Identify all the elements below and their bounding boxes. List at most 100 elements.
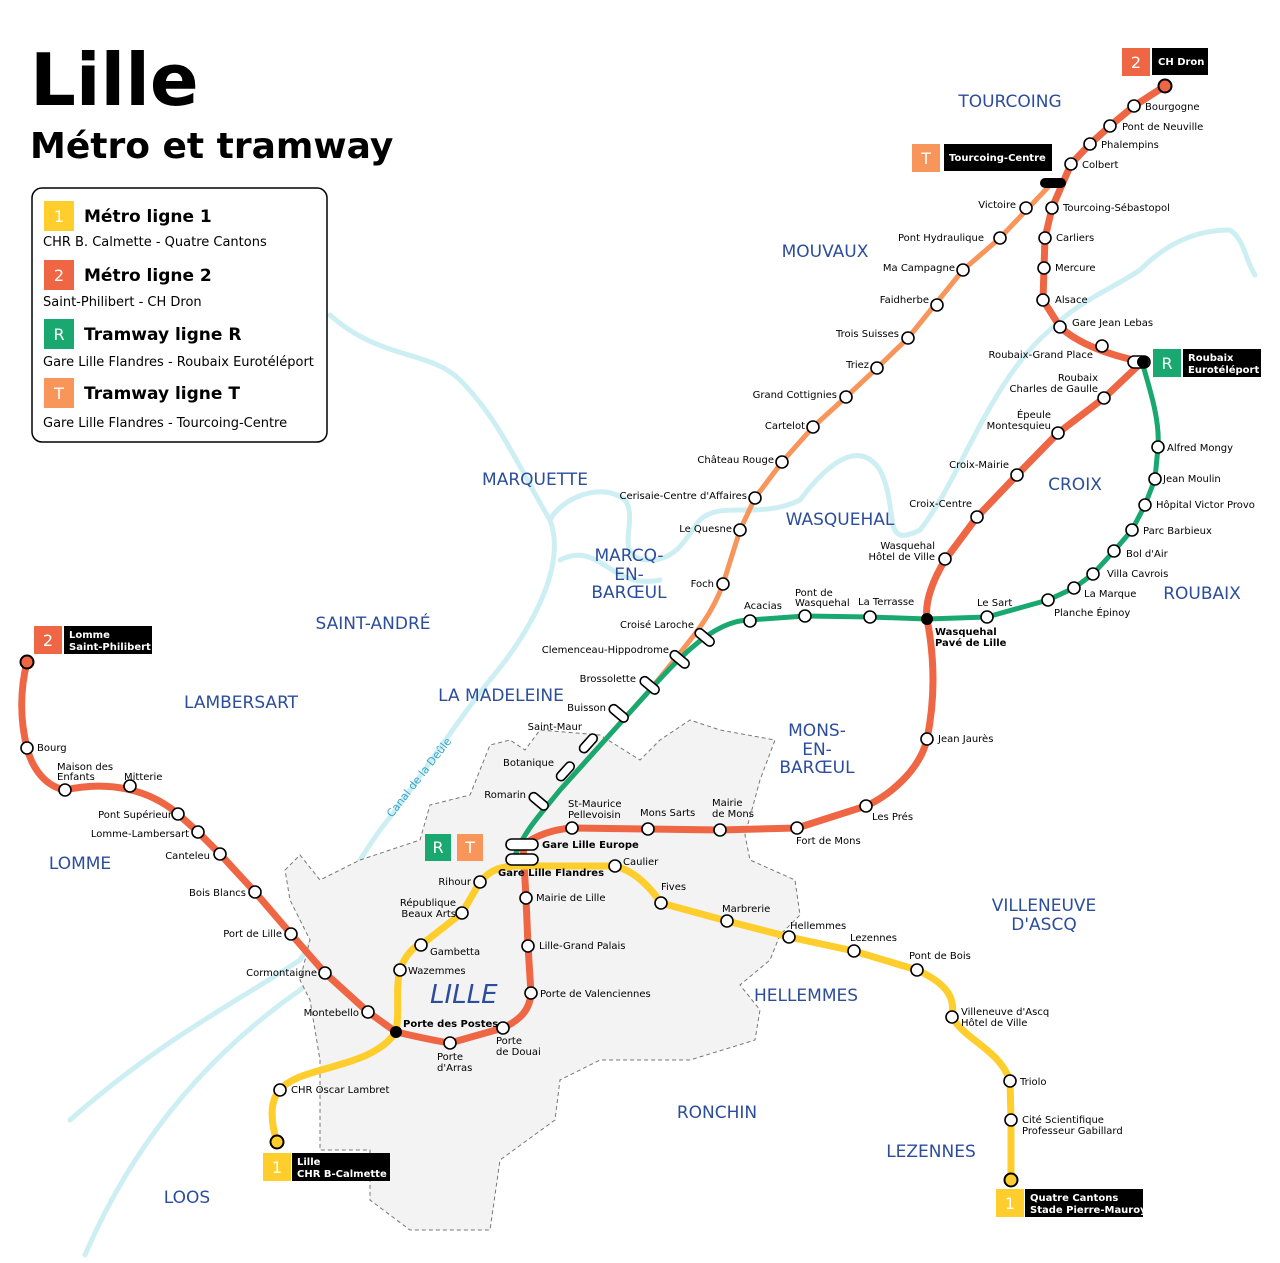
station-pont-superieur[interactable] [171, 807, 185, 821]
station-chr-oscar-lambret[interactable] [273, 1083, 287, 1097]
label-victoire: Victoire [978, 200, 1016, 211]
station-alfred-mongy[interactable] [1151, 440, 1165, 454]
station-cartelot[interactable] [806, 420, 820, 434]
station-gare-lille-flandres[interactable] [505, 853, 539, 866]
station-villeneuve-d-ascq-hotel-de-ville[interactable] [945, 1010, 959, 1024]
station-fives[interactable] [654, 896, 668, 910]
station-buisson[interactable] [607, 703, 630, 724]
station-caulier[interactable] [608, 859, 622, 873]
station-fort-de-mons[interactable] [790, 821, 804, 835]
station-la-terrasse[interactable] [863, 610, 877, 624]
terminal-name-ch-dron: CH Dron [1158, 57, 1204, 68]
station-pont-de-bois[interactable] [910, 963, 924, 977]
station-lomme-lambersart[interactable] [191, 825, 205, 839]
station-triolo[interactable] [1003, 1074, 1017, 1088]
station-bourgogne[interactable] [1127, 99, 1141, 113]
station-tourcoing-sebastopol[interactable] [1045, 201, 1059, 215]
station-roubaix-charles-de-gaulle[interactable] [1097, 391, 1111, 405]
station-clemenceau-hippodrome[interactable] [668, 649, 691, 670]
station-jean-moulin[interactable] [1148, 472, 1162, 486]
station-ma-campagne[interactable] [956, 263, 970, 277]
station-wasquehal-hotel-de-ville[interactable] [938, 552, 952, 566]
station-acacias[interactable] [743, 614, 757, 628]
station-colbert[interactable] [1064, 157, 1078, 171]
station-hopital-victor-provo[interactable] [1138, 498, 1152, 512]
station-gare-jean-lebas[interactable] [1053, 320, 1067, 334]
station-hellemmes[interactable] [782, 930, 796, 944]
station-planche-epinoy[interactable] [1041, 593, 1055, 607]
station-mairie-de-lille[interactable] [519, 891, 533, 905]
label-cormontaigne: Cormontaigne [246, 968, 317, 979]
station-bourg[interactable] [20, 741, 34, 755]
station-mons-sarts[interactable] [641, 822, 655, 836]
station-mairie-de-mons[interactable] [713, 823, 727, 837]
station-st-maurice-pellevoisin[interactable] [565, 821, 579, 835]
terminal-chr-calmette[interactable] [269, 1134, 285, 1150]
station-bol-d-air[interactable] [1107, 544, 1121, 558]
station-les-pres[interactable] [859, 799, 873, 813]
station-saint-maur[interactable] [578, 732, 599, 754]
station-croix-centre[interactable] [970, 510, 984, 524]
station-gambetta[interactable] [414, 938, 428, 952]
label-le-sart: Le Sart [977, 598, 1012, 609]
station-porte-des-postes[interactable] [390, 1026, 402, 1038]
station-victoire[interactable] [1019, 201, 1033, 215]
station-triez[interactable] [870, 361, 884, 375]
label-mercure: Mercure [1055, 263, 1096, 274]
station-croise-laroche[interactable] [693, 627, 716, 648]
station-carliers[interactable] [1038, 231, 1052, 245]
station-tourcoing-centre[interactable] [1040, 178, 1066, 188]
station-porte-d-arras[interactable] [443, 1036, 457, 1050]
station-roubaix-grand-place[interactable] [1095, 339, 1109, 353]
label-cartelot: Cartelot [765, 421, 805, 432]
station-romarin[interactable] [527, 791, 550, 812]
station-rihour[interactable] [473, 875, 487, 889]
station-faidherbe[interactable] [930, 298, 944, 312]
station-alsace[interactable] [1036, 293, 1050, 307]
station-villa-cavrois[interactable] [1086, 567, 1100, 581]
town-tourcoing: TOURCOING [957, 92, 1061, 112]
station-marbrerie[interactable] [720, 914, 734, 928]
terminal-ch-dron[interactable] [1157, 78, 1173, 94]
station-epeule-montesquieu[interactable] [1051, 426, 1065, 440]
station-porte-de-douai[interactable] [496, 1021, 510, 1035]
station-mitterie[interactable] [123, 779, 137, 793]
station-botanique[interactable] [555, 760, 576, 782]
station-pont-de-neuville[interactable] [1103, 119, 1117, 133]
station-republique-beaux-arts[interactable] [455, 906, 469, 920]
station-canteleu[interactable] [213, 847, 227, 861]
station-la-marque[interactable] [1067, 581, 1081, 595]
station-gare-lille-europe[interactable] [505, 838, 539, 851]
station-croix-mairie[interactable] [1010, 468, 1024, 482]
station-grand-cottignies[interactable] [839, 390, 853, 404]
label-fort-de-mons: Fort de Mons [796, 836, 861, 847]
station-montebello[interactable] [361, 1005, 375, 1019]
terminal-quatre-cantons[interactable] [1003, 1172, 1019, 1188]
station-pont-de-wasquehal[interactable] [798, 609, 812, 623]
station-brossolette[interactable] [638, 675, 661, 696]
station-porte-de-valenciennes[interactable] [524, 986, 538, 1000]
terminal-saint-philibert[interactable] [19, 654, 35, 670]
station-foch[interactable] [716, 577, 730, 591]
station-phalempins[interactable] [1083, 137, 1097, 151]
station-chateau-rouge[interactable] [775, 455, 789, 469]
station-port-de-lille[interactable] [284, 927, 298, 941]
terminal-box-calmette [292, 1153, 390, 1181]
station-cerisaie[interactable] [748, 491, 762, 505]
station-mercure[interactable] [1037, 261, 1051, 275]
station-parc-barbieux[interactable] [1125, 523, 1139, 537]
station-jean-jaures[interactable] [920, 732, 934, 746]
station-bois-blancs[interactable] [248, 885, 262, 899]
station-pont-hydraulique[interactable] [993, 231, 1007, 245]
station-lezennes[interactable] [847, 944, 861, 958]
station-le-quesne[interactable] [733, 523, 747, 537]
station-maison-des-enfants[interactable] [58, 783, 72, 797]
station-trois-suisses[interactable] [901, 331, 915, 345]
station-cite-scientifique[interactable] [1004, 1113, 1018, 1127]
station-wazemmes[interactable] [393, 963, 407, 977]
station-wasquehal-pave-de-lille[interactable] [921, 613, 933, 625]
station-lille-grand-palais[interactable] [521, 939, 535, 953]
station-le-sart[interactable] [980, 610, 994, 624]
station-cormontaigne[interactable] [318, 966, 332, 980]
